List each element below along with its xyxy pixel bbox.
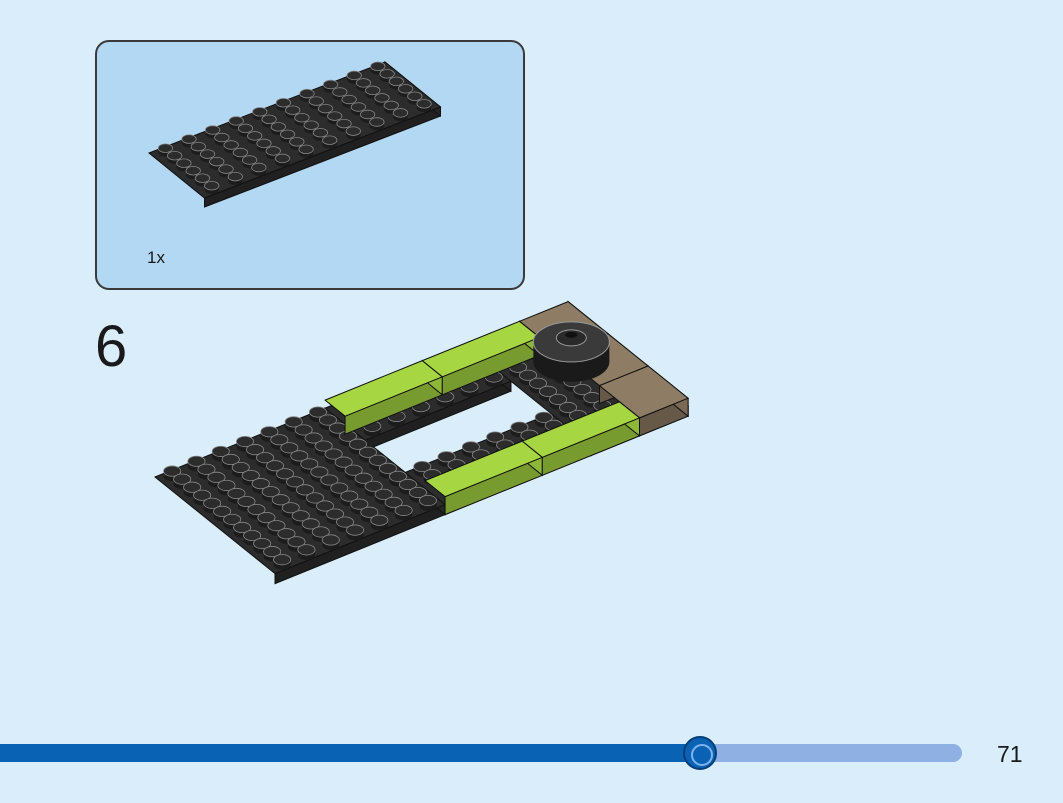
stud <box>303 120 319 134</box>
step-number: 6 <box>95 314 128 379</box>
stud <box>346 524 365 541</box>
stud <box>322 135 338 149</box>
stud <box>251 162 267 176</box>
stud <box>276 468 295 484</box>
stud <box>369 117 385 131</box>
black-plate-part-image <box>148 60 442 208</box>
lime-tiles <box>324 320 641 516</box>
stud <box>291 510 310 526</box>
stud <box>197 463 216 480</box>
stud <box>232 147 248 161</box>
stud <box>378 462 397 479</box>
round-turntable-piece <box>532 321 610 382</box>
stud <box>304 432 323 449</box>
page-number: 71 <box>997 741 1023 767</box>
stud <box>392 108 409 122</box>
stud <box>355 78 372 92</box>
stud <box>308 406 327 423</box>
stud <box>354 472 373 489</box>
stud <box>321 534 340 551</box>
stud <box>534 411 553 428</box>
stud <box>549 393 568 410</box>
stud <box>311 526 330 543</box>
stud <box>306 492 325 509</box>
stud <box>257 512 276 528</box>
stud <box>297 544 316 560</box>
stud <box>163 465 182 482</box>
part-quantity: 1x <box>147 248 165 267</box>
stud <box>273 554 292 570</box>
stud <box>583 392 602 408</box>
stud <box>217 479 236 496</box>
stud <box>368 454 387 471</box>
stud <box>299 88 315 102</box>
stud <box>256 138 272 152</box>
stud <box>287 536 306 552</box>
stud <box>413 460 432 477</box>
stud <box>199 149 216 163</box>
stud <box>394 504 413 521</box>
stud <box>277 528 296 544</box>
progress-fill <box>0 744 701 762</box>
stud <box>365 85 381 99</box>
progress-bar <box>0 744 962 762</box>
stud <box>374 488 393 505</box>
stud <box>243 529 262 546</box>
stud <box>387 410 406 427</box>
tan-tile <box>598 364 690 437</box>
stud <box>247 503 266 520</box>
stud <box>310 466 329 483</box>
stud <box>320 474 339 491</box>
stud <box>265 146 281 160</box>
stud <box>252 107 268 121</box>
stud <box>539 385 558 402</box>
stud <box>418 494 437 511</box>
stud <box>345 126 361 140</box>
stud <box>416 99 432 113</box>
progress-knob <box>683 736 718 770</box>
stud <box>233 521 252 538</box>
stud <box>204 180 220 195</box>
stud <box>411 401 430 417</box>
stud <box>379 69 395 83</box>
build-step-illustration <box>154 300 690 585</box>
stud <box>223 513 242 530</box>
stud <box>207 471 226 488</box>
lime-tile <box>421 320 541 396</box>
stud <box>256 452 275 468</box>
lime-tile <box>521 400 641 477</box>
stud <box>298 144 314 158</box>
stud <box>344 464 363 481</box>
stud <box>194 173 211 187</box>
stud <box>274 153 291 167</box>
parts-callout: 1x <box>95 40 525 290</box>
stud <box>227 171 243 185</box>
stud <box>370 514 389 531</box>
